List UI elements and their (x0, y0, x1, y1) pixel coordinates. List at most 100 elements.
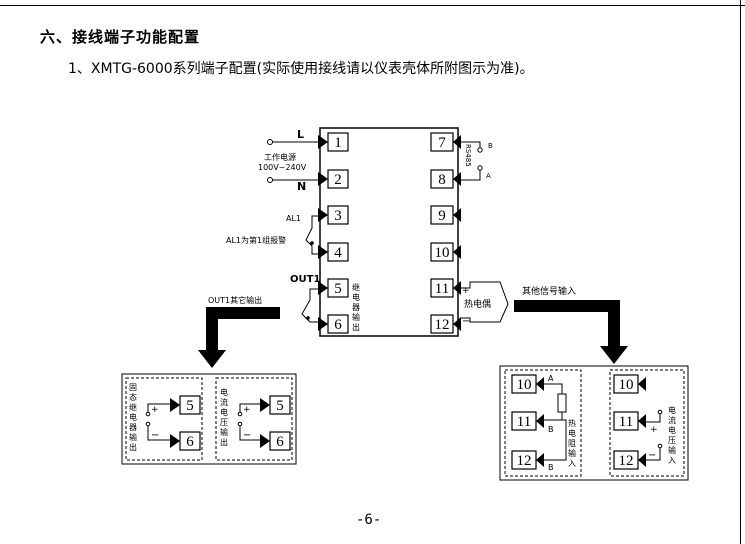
rtd-char-5: 入 (568, 459, 576, 468)
terminal-1-marker (318, 135, 328, 149)
cin-char-2: 流 (668, 415, 676, 425)
ssr-minus: − (151, 430, 159, 441)
current-input-panel (609, 369, 685, 477)
alarm-name: AL1 (286, 214, 301, 223)
ssr-terminal-6-label: 6 (186, 434, 194, 450)
cin-minus-dot (657, 443, 663, 449)
cur-plus-dot (237, 411, 243, 417)
rtd-b2-label: B (548, 463, 554, 472)
thermocouple-wire (460, 281, 509, 323)
ssr-terminal-5-marker (170, 398, 180, 412)
rs485-b-label: B (488, 142, 493, 150)
power-l-terminal-dot (267, 139, 273, 145)
relay-char-1: 继 (352, 282, 360, 292)
out1-relay: OUT1 继 电 器 输 出 (290, 274, 360, 332)
ssr-char-1: 固 (129, 383, 137, 392)
terminal-3: 3 (318, 205, 349, 225)
terminal-12-label: 12 (435, 317, 450, 333)
terminal-7-marker (453, 135, 461, 149)
terminal-2: 2 (318, 169, 349, 189)
cin-minus-wire (644, 448, 661, 461)
terminal-1-label: 1 (334, 135, 342, 151)
terminal-4: 4 (318, 242, 349, 262)
terminal-8-marker (453, 172, 461, 186)
page-number: -6- (356, 512, 382, 528)
input-box-outer (499, 365, 689, 481)
cur-minus: − (243, 430, 251, 441)
terminal-1: 1 (318, 132, 349, 152)
cin-terminal-11-label: 11 (619, 414, 633, 430)
terminal-9-marker (453, 208, 461, 222)
rtd-terminal-10-label: 10 (517, 377, 532, 393)
current-output-panel (215, 377, 293, 461)
terminal-9: 9 (430, 205, 461, 225)
cin-plus-dot (657, 409, 663, 415)
terminal-4-marker (318, 245, 328, 259)
cin-char-3: 电 (668, 425, 676, 435)
cur-out-char-6: 出 (220, 437, 228, 447)
rs485-b-dot (477, 147, 483, 153)
cur-out-char-3: 电 (220, 407, 228, 417)
terminal-11: 11 (430, 278, 461, 298)
relay-char-4: 输 (352, 312, 360, 322)
terminal-12: 12 (430, 314, 461, 334)
power-supply: L N 工作电源 100V~240V (258, 128, 318, 193)
rtd-b2-wire (540, 419, 567, 461)
thermocouple-input: + − 热电偶 (460, 281, 509, 327)
terminal-3-marker (318, 208, 328, 222)
ssr-char-5: 器 (129, 423, 137, 432)
out1-other-label: OUT1其它输出 (208, 295, 262, 305)
right-arrow-group: 其他信号输入 (514, 285, 628, 364)
cin-terminal-12-marker (638, 453, 646, 467)
cin-char-4: 压 (668, 436, 676, 445)
ssr-minus-dot (145, 421, 151, 427)
ssr-char-7: 出 (129, 442, 137, 452)
tc-plus: + (462, 286, 470, 296)
cin-char-1: 电 (668, 405, 676, 415)
rtd-terminal-12: 12 (511, 450, 544, 470)
cin-terminal-11-marker (638, 414, 646, 428)
ssr-minus-wire (147, 426, 172, 441)
cin-terminal-10-marker (638, 377, 646, 391)
down-arrow-left (198, 307, 280, 368)
rtd-terminal-12-label: 12 (517, 453, 532, 469)
cur-minus-wire (239, 426, 262, 441)
rtd-b1-label: B (548, 425, 554, 434)
power-n-terminal-dot (267, 177, 273, 183)
ssr-output-panel (125, 377, 203, 461)
relay-char-2: 电 (352, 292, 360, 302)
alarm-switch-wire (305, 215, 318, 255)
terminal-5-marker (318, 281, 328, 295)
cin-char-6: 入 (668, 456, 676, 465)
rtd-char-1: 热 (568, 418, 576, 428)
rtd-a-wire (540, 383, 563, 394)
cur-out-char-4: 压 (220, 418, 228, 427)
rtd-terminal-10: 10 (511, 374, 544, 394)
cin-terminal-10-label: 10 (619, 377, 634, 393)
power-n-label: N (297, 180, 306, 193)
cur-minus-dot (237, 421, 243, 427)
rs485-a-wire (460, 170, 481, 181)
terminal-2-marker (318, 172, 328, 186)
ssr-char-3: 继 (129, 402, 137, 412)
cur-plus: + (243, 405, 251, 415)
page-frame-top (0, 0, 745, 6)
out1-switch-wire (301, 288, 318, 323)
cin-plus: + (650, 425, 658, 435)
terminal-12-marker (453, 317, 461, 331)
terminal-6-marker (318, 317, 328, 331)
page-frame-right (740, 0, 741, 544)
terminal-10: 10 (430, 242, 461, 262)
cin-terminal-11: 11 (613, 411, 646, 431)
section-subtitle: 1、XMTG-6000系列端子配置(实际使用接线请以仪表壳体所附图示为准)。 (68, 61, 534, 77)
ssr-plus: + (151, 405, 159, 415)
ssr-terminal-5: 5 (170, 395, 201, 415)
cur-terminal-5-marker (260, 398, 270, 412)
